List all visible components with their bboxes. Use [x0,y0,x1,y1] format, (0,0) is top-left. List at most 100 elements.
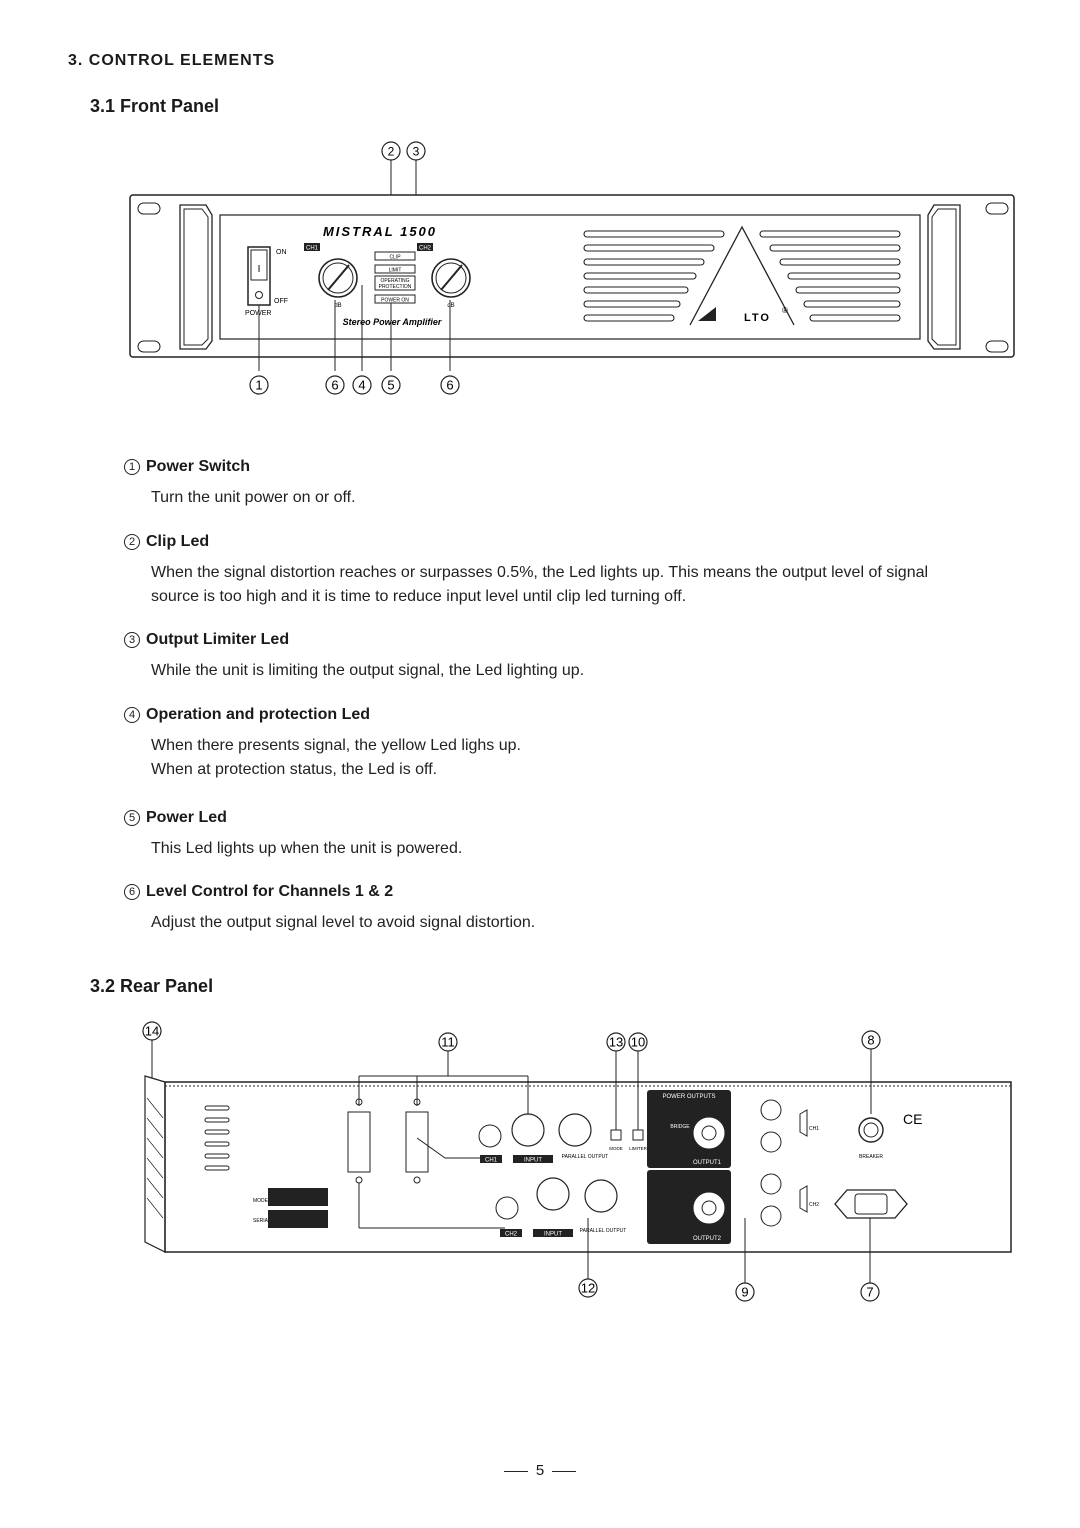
ch1-level-knob [318,258,358,298]
handle-left [179,204,213,350]
page-number: 5 [535,1462,545,1479]
svg-text:CH1: CH1 [485,1158,498,1164]
ch1-terminal [347,1111,371,1173]
callout-4: 4 [358,378,365,393]
svg-text:MODEL: MODEL [253,1198,271,1204]
breaker [858,1117,884,1143]
operating-led [374,275,416,291]
item-number: 1 [124,459,140,475]
item-title: Level Control for Channels 1 & 2 [146,883,394,900]
svg-text:CH1: CH1 [306,246,319,252]
rear-vents [204,1105,230,1171]
output1-speakon [692,1116,726,1150]
rear-panel-diagram: 14 11 13 10 8 12 9 7 MODEL SERIAL [142,1021,1012,1302]
ch2-jack [495,1196,519,1220]
ce-mark: CE [903,1111,922,1127]
ch2-xlr-out [584,1179,618,1213]
rear-panel-heading: 3.2 Rear Panel [90,976,214,996]
item-number: 2 [124,534,140,550]
front-panel-heading: 3.1 Front Panel [90,96,220,116]
item-title: Clip Led [146,533,210,550]
ch1-xlr-in [511,1113,545,1147]
callout-1: 1 [255,378,262,393]
item-body: When there presents signal, the yellow L… [151,737,521,754]
callout-6b: 6 [446,378,453,393]
svg-text:OUTPUT2: OUTPUT2 [693,1236,722,1242]
power-inlet [834,1189,908,1219]
item-number: 4 [124,707,140,723]
clip-led [374,251,416,261]
serial-plate [268,1210,328,1228]
binding-posts [760,1099,782,1227]
svg-text:OPERATING: OPERATING [380,278,409,284]
ch2-xlr-in [536,1177,570,1211]
svg-text:OFF: OFF [274,298,288,305]
ch1-xlr-out [558,1113,592,1147]
item-power-led: 5 Power Led [124,809,227,827]
svg-text:INPUT: INPUT [524,1158,542,1164]
rack-slot-br [985,340,1009,353]
callout-11: 11 [441,1035,455,1050]
output2-panel [647,1170,731,1244]
limiter-switch [632,1129,644,1141]
svg-text:BREAKER: BREAKER [859,1154,883,1160]
svg-text:CH1: CH1 [809,1126,819,1132]
svg-text:POWER OUTPUTS: POWER OUTPUTS [662,1094,715,1100]
item-body: When at protection status, the Led is of… [151,761,438,778]
ch2-terminal [405,1111,429,1173]
callout-2-label: 2 [388,145,395,159]
model-plate [268,1188,328,1206]
item-number: 6 [124,884,140,900]
item-body: While the unit is limiting the output si… [151,662,585,679]
svg-text:LIMIT: LIMIT [389,268,402,274]
svg-text:PARALLEL OUTPUT: PARALLEL OUTPUT [562,1154,609,1160]
item-number: 3 [124,632,140,648]
svg-text:®: ® [782,306,788,315]
limit-led [374,264,416,274]
power-on-led [374,294,416,304]
item-level-control: 6 Level Control for Channels 1 & 2 [124,883,393,901]
svg-text:CH2: CH2 [809,1202,819,1208]
handle-right [927,204,961,350]
chassis-outline [129,194,1015,358]
item-body: Turn the unit power on or off. [151,489,356,506]
svg-text:ON: ON [276,249,287,256]
item-body: Adjust the output signal level to avoid … [151,914,536,931]
ch1-jack [478,1124,502,1148]
svg-text:PARALLEL OUTPUT: PARALLEL OUTPUT [580,1228,627,1234]
item-number: 5 [124,810,140,826]
svg-text:MODE: MODE [609,1146,623,1151]
rack-slot-tl [137,202,161,215]
callout-3-label: 3 [413,145,420,159]
callout-14: 14 [145,1024,159,1039]
svg-text:CH2: CH2 [419,246,432,252]
callout-8: 8 [867,1033,874,1048]
callout-6a: 6 [331,378,338,393]
svg-text:CH2: CH2 [505,1232,518,1238]
rack-slot-bl [137,340,161,353]
fan [144,1075,166,1253]
svg-text:OUTPUT1: OUTPUT1 [693,1160,722,1166]
item-body: This Led lights up when the unit is powe… [151,840,463,857]
svg-text:PROTECTION: PROTECTION [379,284,412,290]
item-title: Power Led [146,809,227,826]
item-clip-led: 2 Clip Led [124,533,209,551]
item-title: Output Limiter Led [146,631,290,648]
item-body: source is too high and it is time to red… [151,588,687,605]
svg-text:POWER ON: POWER ON [381,298,409,304]
front-face [219,214,921,340]
svg-text:dB: dB [447,303,454,309]
mode-switch [610,1129,622,1141]
model-name: MISTRAL 1500 [323,224,437,239]
callout-2: 2 [381,141,401,161]
callout-9: 9 [741,1285,748,1300]
callout-13: 13 [609,1035,623,1050]
callout-3: 3 [406,141,426,161]
brand-logo-mark [698,307,716,321]
item-body: When the signal distortion reaches or su… [151,564,929,581]
item-title: Power Switch [146,458,251,475]
item-output-limiter-led: 3 Output Limiter Led [124,631,289,649]
callout-5: 5 [387,378,394,393]
svg-text:CLIP: CLIP [389,255,401,261]
svg-text:I: I [258,264,261,275]
